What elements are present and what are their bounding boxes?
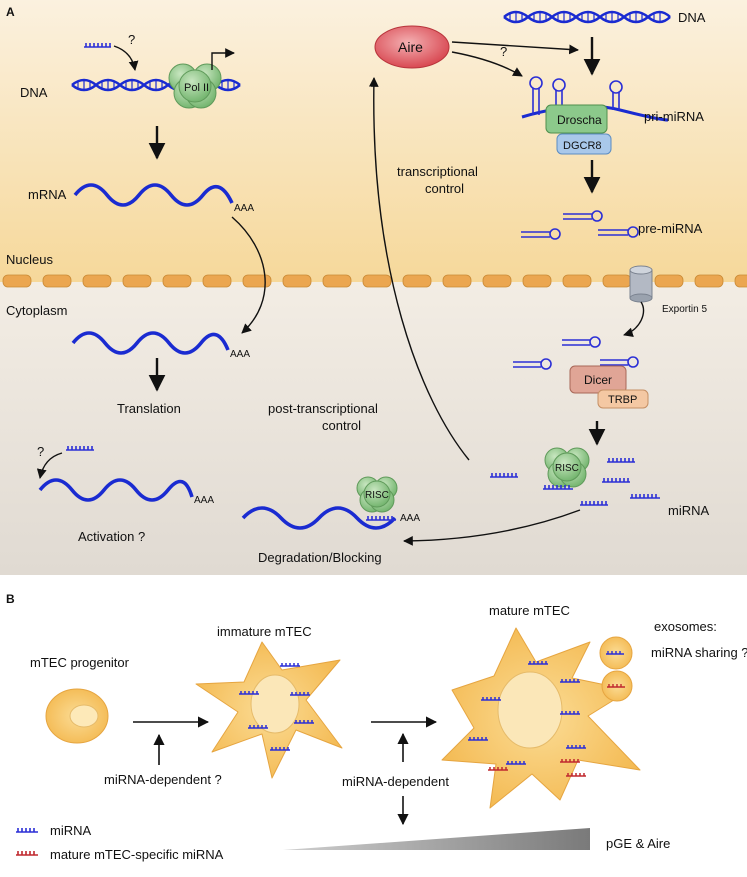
dna-helix-right [503,10,671,24]
mirna-label: miRNA [668,503,709,518]
aire-label: Aire [398,39,423,55]
pri-mirna-label: pri-miRNA [644,109,704,124]
question-mark: ? [128,32,135,47]
panel-a-label: A [6,5,15,19]
mrna-wave [73,183,234,207]
panel-b-label: B [6,592,15,606]
expression-gradient-wedge [283,828,590,850]
transcription-start-arrow [211,48,235,70]
dna-label-left: DNA [20,85,48,100]
hairpin-icon [529,76,623,115]
posttranscriptional-line1: post-transcriptional [268,401,378,416]
pol-ii-complex [168,63,222,109]
panel-b: B mTEC progenitor miRNA-dependent ? imma… [6,592,747,862]
droscha-box [545,104,608,134]
nucleus-label: Nucleus [6,252,53,267]
mrna-wave-degradation [241,506,397,530]
arrow [623,301,645,338]
droscha-label: Droscha [557,113,602,127]
aire-regulation: Aire ? transcriptional control post-tran… [268,25,581,546]
immature-cell [195,641,343,779]
trbp-box [597,389,649,409]
legend: miRNA mature mTEC-specific miRNA [16,823,224,862]
dependent-label: miRNA-dependent [342,774,449,789]
feedback-arrow [368,77,470,461]
degradation-arrow [403,509,581,546]
dependent-question-label: miRNA-dependent ? [104,772,222,787]
legend-specific-mirna-label: mature mTEC-specific miRNA [50,847,224,862]
risc-label: RISC [555,463,579,474]
mirna-icon [66,446,94,451]
dgcr8-label: DGCR8 [563,140,602,152]
mature-cell [441,627,641,809]
progenitor-label: mTEC progenitor [30,655,130,670]
risc-complex [544,447,590,488]
export-arrow [231,216,266,334]
posttranscriptional-line2: control [322,418,361,433]
dicer-label: Dicer [584,373,612,387]
arrow [113,45,139,71]
polya-tail: AAA [400,513,420,524]
panel-a: A Nucleus Cytoplasm [0,0,747,575]
polya-tail: AAA [230,349,250,360]
arrow [451,41,579,55]
mirna-icon [84,43,111,48]
exosomes-label: exosomes: [654,619,717,634]
transcriptional-line2: control [425,181,464,196]
exportin-channel [629,265,653,303]
legend-specific-mirna-icon [16,851,38,856]
legend-mirna-icon [16,828,38,833]
trbp-label: TRBP [608,394,637,406]
legend-mirna-label: miRNA [50,823,91,838]
degradation-label: Degradation/Blocking [258,550,382,565]
mrna-wave-cytoplasm [71,331,230,355]
mirna-icon [366,516,396,521]
immature-label: immature mTEC [217,624,312,639]
pre-mirna-label: pre-miRNA [638,221,703,236]
transcriptional-line1: transcriptional [397,164,478,179]
pre-mirna-cytoplasm [513,336,639,370]
arrow [451,51,523,77]
cytoplasm-label: Cytoplasm [6,303,67,318]
right-pathway: DNA Droscha DGCR8 pri-miRNA pre-miRNA [490,10,709,518]
mature-label: mature mTEC [489,603,570,618]
question-mark: ? [37,444,44,459]
pge-aire-label: pGE & Aire [606,836,670,851]
dna-label-right: DNA [678,10,706,25]
arrow [36,452,63,479]
risc-label: RISC [365,490,389,501]
polya-tail: AAA [234,203,254,214]
aire-protein [374,25,450,69]
mrna-label: mRNA [28,187,67,202]
dgcr8-box [556,133,612,155]
progenitor-cell [45,688,109,744]
mrna-wave-activation [38,478,194,502]
exosome-vesicles [599,636,633,702]
polya-tail: AAA [194,495,214,506]
nuclear-membrane [2,274,747,288]
question-mark: ? [500,44,507,59]
mature-mirnas [490,458,660,506]
exportin-label: Exportin 5 [662,304,707,315]
risc-complex [356,476,398,513]
left-pathway: ? DNA Pol II mRNA AAA [20,32,420,565]
mirna-sharing-label: miRNA sharing ? [651,645,747,660]
activation-label: Activation ? [78,529,145,544]
translation-label: Translation [117,401,181,416]
nucleus-region [0,0,747,282]
pol-ii-label: Pol II [184,82,209,94]
pre-mirna-hairpins [521,210,639,240]
